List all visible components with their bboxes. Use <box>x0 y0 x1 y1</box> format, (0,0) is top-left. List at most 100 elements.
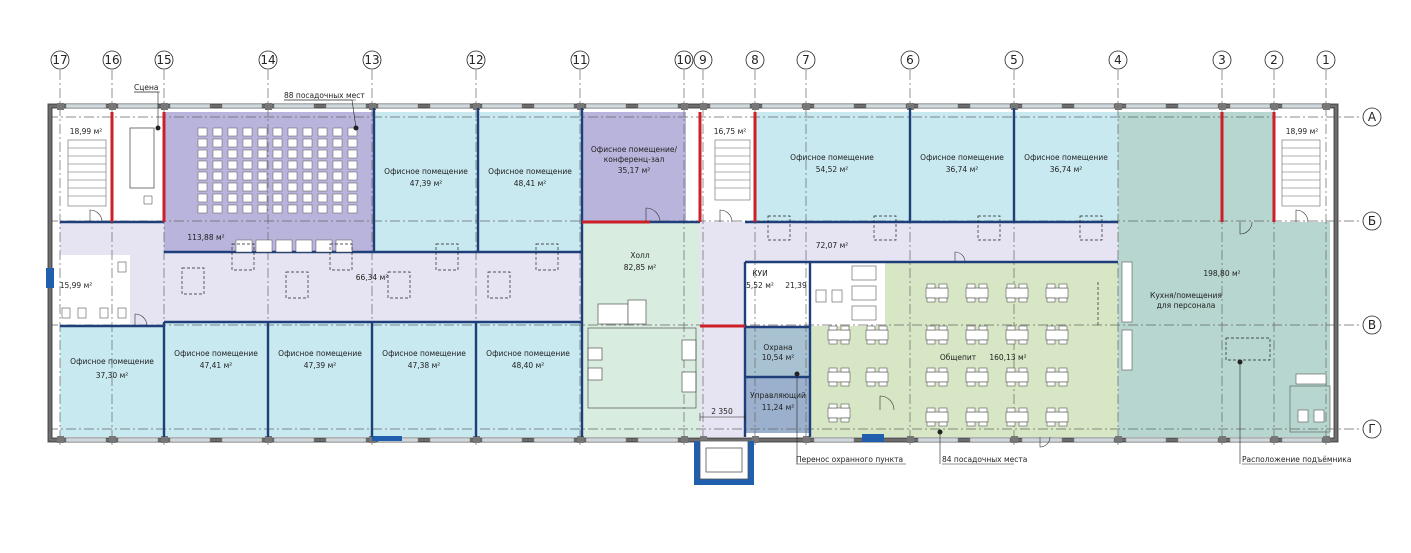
seat <box>242 127 253 137</box>
seat <box>212 204 223 214</box>
axis-label-b: Б <box>1368 214 1376 228</box>
canteen-table <box>925 325 949 345</box>
office-3-fill <box>755 112 910 222</box>
seat <box>317 204 328 214</box>
corridor-right-area: 72,07 м² <box>816 241 849 250</box>
seat <box>242 160 253 170</box>
office-4-fill <box>910 112 1014 222</box>
side-entry <box>46 268 54 288</box>
office-10-fill <box>476 322 582 437</box>
kitchen-partitions <box>1121 261 1133 371</box>
lift-location-callout: Расположение подъёмника <box>1242 455 1351 464</box>
seat <box>317 138 328 148</box>
seat <box>242 204 253 214</box>
seat <box>317 127 328 137</box>
seat <box>347 149 358 159</box>
axis-label-13: 13 <box>364 53 379 67</box>
seat <box>257 127 268 137</box>
seat <box>227 149 238 159</box>
seat <box>302 204 313 214</box>
axis-label-15: 15 <box>156 53 171 67</box>
seat <box>347 193 358 203</box>
canteen-table <box>827 367 851 387</box>
seat <box>332 182 343 192</box>
office-8-name: Офисное помещение <box>278 349 362 358</box>
canteen-table <box>827 403 851 423</box>
seat <box>227 171 238 181</box>
kitchen-area: 198,80 м² <box>1203 269 1240 278</box>
seat <box>347 160 358 170</box>
axis-label-3: 3 <box>1218 53 1226 67</box>
office-5-name: Офисное помещение <box>1024 153 1108 162</box>
seat <box>227 127 238 137</box>
axis-label-g: Г <box>1368 422 1375 436</box>
conference-fill <box>582 112 686 222</box>
office-3-name: Офисное помещение <box>790 153 874 162</box>
seat <box>332 193 343 203</box>
kitchen-right-fill <box>1274 222 1330 437</box>
seats-88 <box>197 127 358 214</box>
seat <box>272 127 283 137</box>
seat <box>317 160 328 170</box>
seat <box>302 182 313 192</box>
axis-label-9: 9 <box>699 53 707 67</box>
seat <box>197 160 208 170</box>
manager-name: Управляющий <box>750 391 806 400</box>
conference-name-2: конференц-зал <box>604 155 665 164</box>
axis-label-a: А <box>1368 110 1377 124</box>
seat <box>347 138 358 148</box>
seat <box>272 138 283 148</box>
seat <box>212 193 223 203</box>
kitchen-name-1: Кухня/помещения <box>1150 291 1222 300</box>
canteen-table <box>865 325 889 345</box>
seat <box>257 171 268 181</box>
seat <box>227 160 238 170</box>
canteen-table <box>925 367 949 387</box>
seat <box>242 171 253 181</box>
seat <box>302 138 313 148</box>
axis-markers-top: 17 16 15 14 13 12 11 10 9 8 7 6 5 4 3 2 … <box>50 50 1336 70</box>
axis-label-7: 7 <box>802 53 810 67</box>
axis-label-8: 8 <box>751 53 759 67</box>
security-callout-dot <box>794 371 800 377</box>
seat <box>302 171 313 181</box>
axis-label-4: 4 <box>1114 53 1122 67</box>
callout-underlines <box>134 91 1332 465</box>
corridor-right-fill <box>745 222 1118 262</box>
manager-fill <box>745 377 810 433</box>
stair-left-area: 18,99 м² <box>70 127 103 136</box>
canteen-table <box>1005 325 1029 345</box>
wc-left-area: 15,99 м² <box>60 281 93 290</box>
office-5-area: 36,74 м² <box>1050 165 1083 174</box>
door-markers <box>181 215 1271 361</box>
axis-label-16: 16 <box>104 53 119 67</box>
seat <box>287 160 298 170</box>
seat <box>257 138 268 148</box>
canteen-tables <box>827 283 1069 427</box>
seat <box>197 138 208 148</box>
seat <box>272 160 283 170</box>
seat <box>287 193 298 203</box>
stair-mid-area: 16,75 м² <box>714 127 747 136</box>
seat <box>227 182 238 192</box>
canteen-table <box>965 283 989 303</box>
seat <box>332 138 343 148</box>
seat <box>212 138 223 148</box>
canteen-table <box>925 407 949 427</box>
seats-88-callout-dot <box>353 125 359 131</box>
seat <box>242 193 253 203</box>
seat <box>212 149 223 159</box>
seat <box>197 204 208 214</box>
seat <box>257 160 268 170</box>
canteen-name: Общепит <box>940 353 977 362</box>
seat <box>302 127 313 137</box>
stair-right-fill <box>1274 112 1330 222</box>
corridor-benches <box>235 239 353 253</box>
seat <box>257 182 268 192</box>
seat <box>212 127 223 137</box>
seat <box>257 193 268 203</box>
seat <box>332 171 343 181</box>
seat <box>287 204 298 214</box>
seat <box>197 149 208 159</box>
